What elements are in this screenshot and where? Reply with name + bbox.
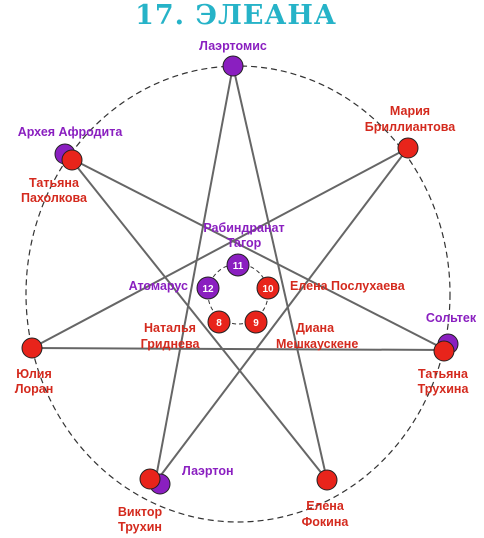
- node-number: 9: [253, 318, 259, 329]
- node-label: Гриднева: [141, 337, 201, 351]
- node-bottom-right: Елена Фокина: [302, 469, 350, 529]
- node-label: Наталья: [144, 321, 196, 335]
- node-label: Трухина: [418, 382, 470, 396]
- node-label: Юлия: [16, 367, 52, 381]
- node-top: Лаэртомис: [199, 39, 267, 77]
- node-label: Виктор: [118, 505, 163, 519]
- node-label: Фокина: [302, 515, 350, 529]
- star-line: [154, 65, 234, 484]
- inner-node-12: 12 Атомарус: [129, 276, 220, 300]
- node-label: Рабиндранат: [203, 221, 284, 235]
- diagram-title: 17. ЭЛЕАНА: [135, 0, 337, 31]
- star-line: [69, 157, 447, 351]
- node-label: Архея Афродита: [18, 125, 124, 139]
- node-right: Сольтек Татьяна Трухина: [418, 311, 477, 396]
- node-bottom-left: Лаэртон Виктор Трухин: [118, 464, 234, 534]
- star-line: [31, 147, 409, 349]
- red-node: [61, 149, 83, 171]
- heptagram-lines: [31, 65, 447, 484]
- purple-node: [196, 276, 220, 300]
- node-upper-right: Мария Бриллиантова: [365, 104, 456, 159]
- node-label: Татьяна: [418, 367, 469, 381]
- red-node: [139, 468, 161, 490]
- node-label: Диана: [296, 321, 335, 335]
- red-node: [244, 310, 268, 334]
- node-label: Лаэртомис: [199, 39, 267, 53]
- red-node: [207, 310, 231, 334]
- node-number: 12: [202, 284, 214, 295]
- node-label: Мешкаускене: [276, 337, 358, 351]
- red-node: [316, 469, 338, 491]
- node-label: Пахолкова: [21, 191, 88, 205]
- node-number: 11: [233, 261, 244, 272]
- red-node: [433, 340, 455, 362]
- red-node: [397, 137, 419, 159]
- node-label: Мария: [390, 104, 430, 118]
- star-line: [154, 147, 409, 484]
- node-label: Лоран: [15, 382, 54, 396]
- node-number: 8: [216, 318, 222, 329]
- node-label: Елена Послухаева: [290, 279, 406, 293]
- inner-node-10: 10 Елена Послухаева: [256, 276, 406, 300]
- red-node: [21, 337, 43, 359]
- star-line: [31, 347, 447, 351]
- star-line: [232, 65, 328, 481]
- node-label: Атомарус: [129, 279, 188, 293]
- inner-node-8: 8 Наталья Гриднева: [141, 310, 231, 351]
- node-upper-left: Архея Афродита Татьяна Пахолкова: [18, 125, 124, 205]
- node-label: Елена: [306, 499, 345, 513]
- purple-node: [226, 253, 250, 277]
- node-label: Татьяна: [29, 176, 80, 190]
- outer-dashed-circle: [25, 65, 451, 523]
- node-label: Лаэртон: [182, 464, 234, 478]
- star-line: [69, 157, 328, 481]
- inner-node-11: 11 Рабиндранат Тагор: [203, 221, 285, 277]
- node-label: Трухин: [118, 520, 162, 534]
- node-number: 10: [262, 284, 274, 295]
- node-label: Бриллиантова: [365, 120, 456, 134]
- node-left: Юлия Лоран: [15, 337, 54, 396]
- inner-node-9: 9 Диана Мешкаускене: [244, 310, 358, 351]
- purple-node: [222, 55, 244, 77]
- node-label: Сольтек: [426, 311, 477, 325]
- node-label: Тагор: [227, 236, 262, 250]
- red-node: [256, 276, 280, 300]
